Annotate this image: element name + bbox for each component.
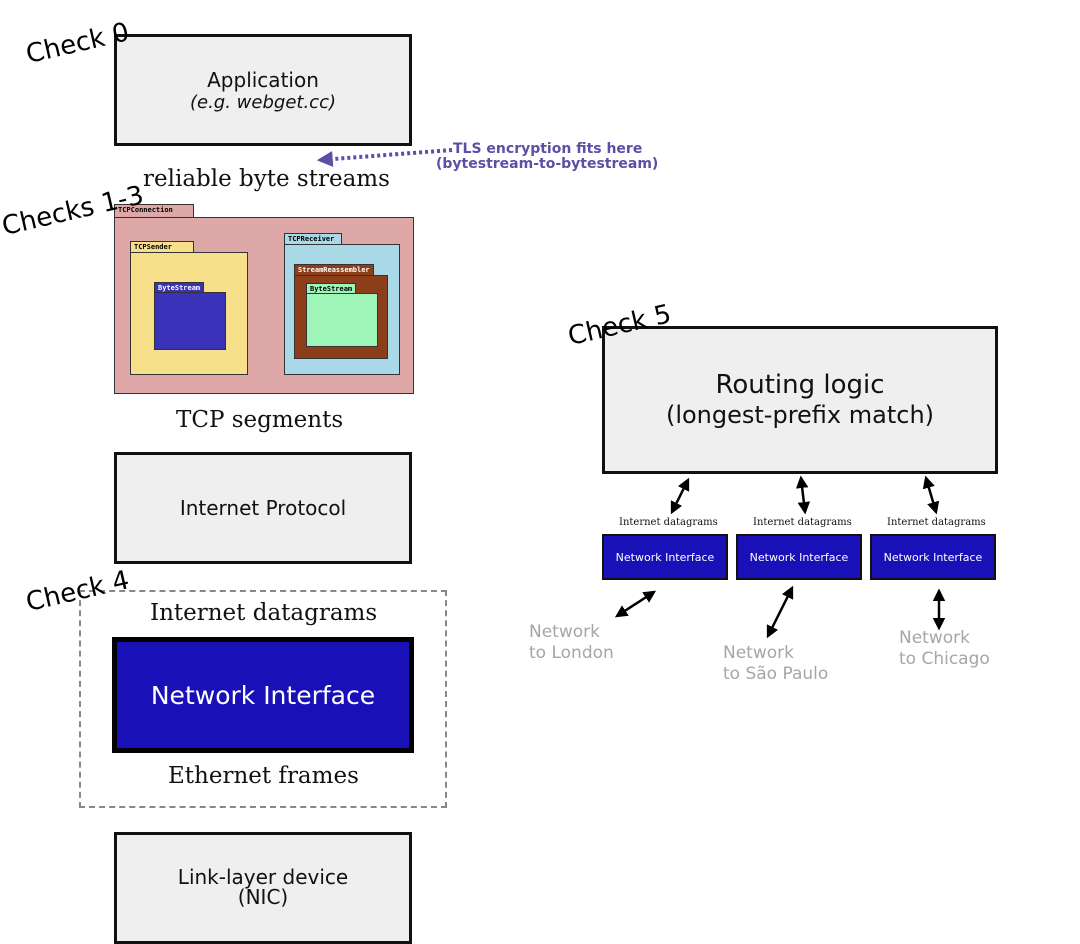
internet-protocol-label: Internet Protocol <box>179 496 347 520</box>
application-subtitle: (e.g. webget.cc) <box>189 91 336 113</box>
tls-arrow <box>316 148 453 168</box>
destination-london: Network to London <box>529 622 614 664</box>
receiver-bytestream-tab: ByteStream <box>306 283 356 294</box>
router-datagrams-label-sao-paulo: Internet datagrams <box>753 517 852 528</box>
router-network-interface-chicago-label: Network Interface <box>883 550 983 564</box>
link-layer-line1: Link-layer device <box>177 865 349 889</box>
routing-logic-box: Routing logic (longest-prefix match) <box>602 326 998 474</box>
routing-logic-line1: Routing logic <box>715 370 885 400</box>
tcp-receiver-tab: TCPReceiver <box>284 233 342 245</box>
internet-protocol-box: Internet Protocol <box>114 452 412 564</box>
reliable-byte-streams-label: reliable byte streams <box>143 166 390 192</box>
router-network-interface-sao-paulo: Network Interface <box>736 534 862 580</box>
application-title: Application <box>207 67 319 92</box>
link-layer-line2: (NIC) <box>237 885 289 909</box>
destination-sao-paulo-line1: Network <box>723 643 794 663</box>
tcp-sender-tab: TCPSender <box>130 241 194 253</box>
destination-london-line1: Network <box>529 622 600 642</box>
routing-to-interface-chicago-arrow <box>922 475 940 515</box>
destination-sao-paulo: Network to São Paulo <box>723 643 828 685</box>
network-interface-label: Network Interface <box>150 680 376 710</box>
destination-london-line2: to London <box>529 643 614 663</box>
router-network-interface-london-label: Network Interface <box>615 550 715 564</box>
destination-chicago-line1: Network <box>899 628 970 648</box>
network-interface-box: Network Interface <box>112 637 414 753</box>
receiver-bytestream-body <box>306 293 378 347</box>
destination-sao-paulo-line2: to São Paulo <box>723 664 829 684</box>
router-datagrams-label-london: Internet datagrams <box>619 517 718 528</box>
destination-chicago-line2: to Chicago <box>899 649 990 669</box>
routing-to-interface-sao-paulo-arrow <box>795 475 811 515</box>
ethernet-frames-label: Ethernet frames <box>168 763 359 789</box>
application-box: Application (e.g. webget.cc) <box>114 34 412 146</box>
stream-reassembler-tab: StreamReassembler <box>294 264 374 276</box>
link-layer-box: Link-layer device (NIC) <box>114 832 412 944</box>
router-network-interface-chicago: Network Interface <box>870 534 996 580</box>
tls-note: TLS encryption fits here (bytestream-to-… <box>436 142 664 172</box>
interface-to-sao-paulo-arrow <box>766 585 794 639</box>
tcp-connection-tab: TCPConnection <box>114 204 194 218</box>
destination-chicago: Network to Chicago <box>899 628 990 670</box>
tcp-connection: TCPConnection TCPSender ByteStream TCPRe… <box>114 204 414 394</box>
tls-note-line2: (bytestream-to-bytestream) <box>436 156 659 172</box>
sender-bytestream-tab: ByteStream <box>154 282 204 293</box>
routing-to-interface-london-arrow <box>670 477 690 515</box>
interface-to-london-arrow <box>614 590 657 618</box>
router-network-interface-sao-paulo-label: Network Interface <box>749 550 849 564</box>
router-network-interface-london: Network Interface <box>602 534 728 580</box>
routing-logic-line2: (longest-prefix match) <box>665 401 935 429</box>
internet-datagrams-label: Internet datagrams <box>150 600 378 626</box>
router-datagrams-label-chicago: Internet datagrams <box>887 517 986 528</box>
check-4-group <box>79 590 447 808</box>
tcp-segments-label: TCP segments <box>176 407 344 433</box>
sender-bytestream-body <box>154 292 226 350</box>
tls-note-line1: TLS encryption fits here <box>453 142 643 157</box>
